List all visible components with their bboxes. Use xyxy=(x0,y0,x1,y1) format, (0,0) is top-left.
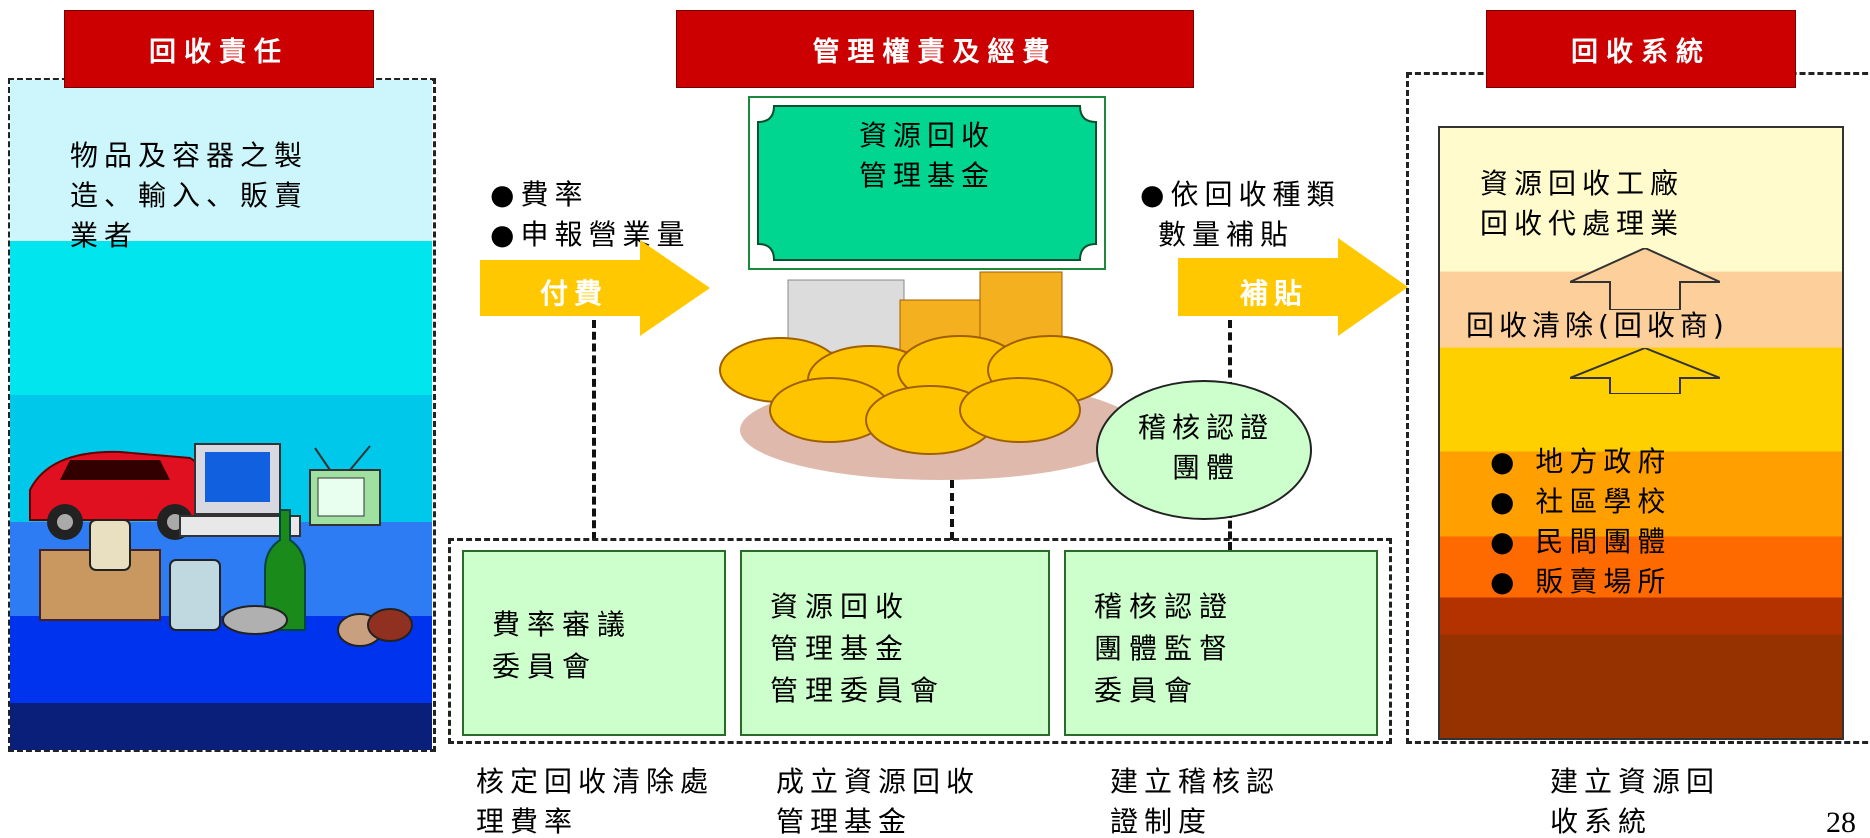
subsidy-arrow-label: 補貼 xyxy=(1240,277,1309,310)
committee-2-line-3: 管理委員會 xyxy=(770,674,946,707)
pay-bullet-1: ●費率 xyxy=(490,178,589,211)
subsidy-bullet-1: ●依回收種類 xyxy=(1140,178,1341,211)
subsidy-bullet-list: ●依回收種類 數量補貼 xyxy=(1140,175,1340,255)
committee-3-line-1: 稽核認證 xyxy=(1094,590,1235,623)
bullet-icon: ● xyxy=(1490,565,1536,598)
caption-system: 建立資源回 收系統 xyxy=(1550,765,1721,838)
plants-line-1: 資源回收工廠 xyxy=(1480,167,1685,200)
committee-3-line-3: 委員會 xyxy=(1094,674,1200,707)
bullet-icon: ● xyxy=(1490,525,1536,558)
fund-plaque xyxy=(757,105,1097,261)
money-gold-illustration xyxy=(719,271,1140,480)
plants-line-2: 回收代處理業 xyxy=(1480,207,1685,240)
committee-2-line-1: 資源回收 xyxy=(770,590,911,623)
committee-rate-review: 費率審議 委員會 xyxy=(462,550,726,736)
bullet-icon: ● xyxy=(490,178,521,211)
fund-line-1: 資源回收 xyxy=(858,119,995,152)
connector-line-right xyxy=(1228,320,1232,390)
producer-text: 物品及容器之製 造、輸入、販賣 業者 xyxy=(70,136,370,256)
audit-line-1: 稽核認證 xyxy=(1137,411,1274,444)
audit-group-ellipse: 稽核認證 團體 xyxy=(1096,380,1312,520)
pay-bullet-list: ●費率 ●申報營業量 xyxy=(490,175,690,255)
header-management-funding: 管理權責及經費 xyxy=(676,10,1194,88)
producer-line-1: 物品及容器之製 xyxy=(70,139,309,172)
caption-rate: 核定回收清除處 理費率 xyxy=(476,765,715,838)
collectors-text: 回收清除(回收商) xyxy=(1466,309,1729,342)
audit-line-2: 團體 xyxy=(1171,451,1240,484)
community-bullet-1: ● 地方政府 xyxy=(1490,445,1672,478)
fund-line-2: 管理基金 xyxy=(858,159,995,192)
page-number: 28 xyxy=(1826,806,1856,838)
committee-1-line-1: 費率審議 xyxy=(492,608,633,641)
community-bullet-4: ● 販賣場所 xyxy=(1490,565,1672,598)
committee-1-line-2: 委員會 xyxy=(492,650,598,683)
connector-line-right-lower xyxy=(1228,510,1232,550)
committee-fund-management: 資源回收 管理基金 管理委員會 xyxy=(740,550,1050,736)
bullet-icon: ● xyxy=(1490,485,1536,518)
committee-2-line-2: 管理基金 xyxy=(770,632,911,665)
caption-audit: 建立稽核認 證制度 xyxy=(1110,765,1281,838)
bottle-icon xyxy=(264,509,306,631)
bullet-icon: ● xyxy=(1490,445,1536,478)
committee-3-line-2: 團體監督 xyxy=(1094,632,1235,665)
pay-bullet-2: ●申報營業量 xyxy=(490,218,691,251)
subsidy-arrow xyxy=(1178,238,1408,336)
header-recycling-system: 回收系統 xyxy=(1486,10,1796,88)
caption-fund: 成立資源回收 管理基金 xyxy=(776,765,981,838)
connector-line-center xyxy=(950,480,954,540)
bullet-icon: ● xyxy=(490,218,521,251)
producer-line-3: 業者 xyxy=(70,219,139,252)
recycling-fund-box: 資源回收 管理基金 xyxy=(748,96,1106,270)
tv-icon xyxy=(309,445,381,526)
up-arrow-upper xyxy=(1570,248,1720,310)
subsidy-bullet-2: 數量補貼 xyxy=(1158,218,1295,251)
products-clipart xyxy=(29,443,413,647)
community-bullet-3: ● 民間團體 xyxy=(1490,525,1672,558)
cans-icon xyxy=(39,519,413,647)
committee-audit-supervision: 稽核認證 團體監督 委員會 xyxy=(1064,550,1378,736)
community-bullet-list: ● 地方政府 ● 社區學校 ● 民間團體 ● 販賣場所 xyxy=(1490,442,1671,602)
header-recycling-responsibility: 回收責任 xyxy=(64,10,374,88)
producer-line-2: 造、輸入、販賣 xyxy=(70,179,309,212)
bullet-icon: ● xyxy=(1140,178,1171,211)
community-bullet-2: ● 社區學校 xyxy=(1490,485,1672,518)
pay-arrow-label: 付費 xyxy=(540,277,609,310)
up-arrow-lower xyxy=(1570,348,1720,394)
recycling-system-panel xyxy=(1438,126,1844,740)
recycling-plants-text: 資源回收工廠 回收代處理業 xyxy=(1480,164,1684,244)
committees-dashed-box xyxy=(448,538,1392,744)
pay-arrow xyxy=(480,240,710,336)
connector-line-left xyxy=(592,320,596,540)
computer-icon xyxy=(179,443,301,537)
